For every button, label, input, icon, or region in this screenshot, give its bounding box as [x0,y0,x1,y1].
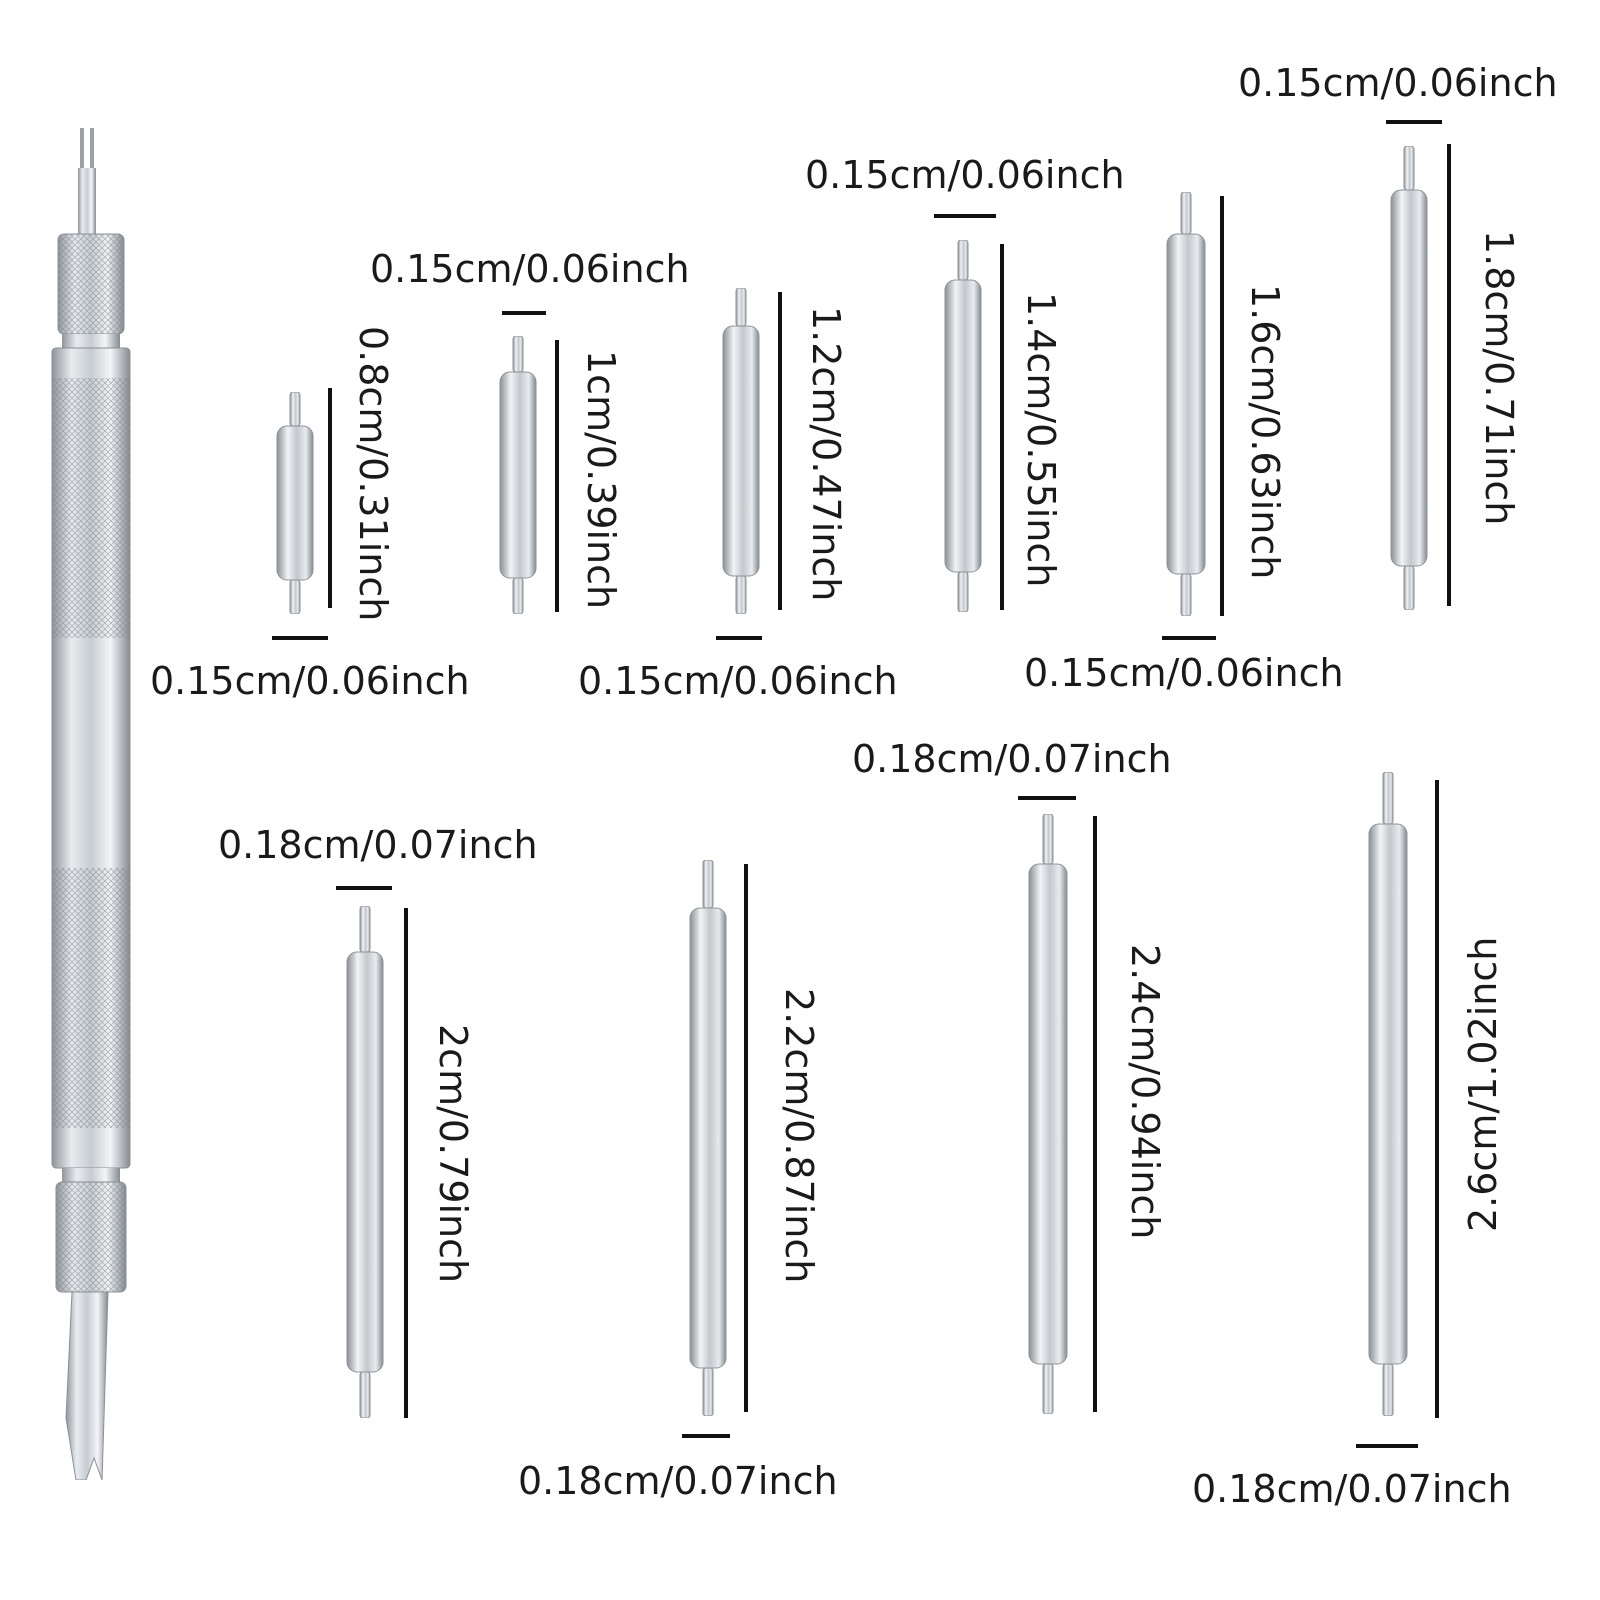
pin-diameter-label: 0.15cm/0.06inch [1024,651,1344,695]
pin-length-label: 1cm/0.39inch [579,350,623,610]
diameter-indicator-line [934,214,996,218]
diameter-indicator-line [336,886,392,890]
length-indicator-line [328,388,332,608]
pin-length-label: 1.6cm/0.63inch [1243,284,1287,580]
length-indicator-line [1000,244,1004,610]
pin-diameter-label: 0.18cm/0.07inch [218,823,538,867]
spring-bar-pin-icon [1368,772,1408,1416]
spring-bar-pin-icon [346,906,384,1418]
spring-bar-pin-icon [689,860,727,1416]
length-indicator-line [404,908,408,1418]
spring-bar-pin-icon [276,392,314,614]
spring-bar-pin-icon [1390,146,1428,610]
diameter-indicator-line [682,1434,730,1438]
pin-diameter-label: 0.15cm/0.06inch [578,659,898,703]
pin-length-label: 1.2cm/0.47inch [804,306,848,602]
pin-length-label: 1.4cm/0.55inch [1019,292,1063,588]
pin-diameter-label: 0.15cm/0.06inch [370,247,690,291]
length-indicator-line [744,864,748,1412]
length-indicator-line [1447,144,1451,606]
diameter-indicator-line [272,636,328,640]
length-indicator-line [778,292,782,610]
spring-bar-pin-icon [1028,814,1068,1414]
diameter-indicator-line [1018,796,1076,800]
diameter-indicator-line [716,636,762,640]
pin-diameter-label: 0.18cm/0.07inch [1192,1467,1512,1511]
spring-bar-pin-icon [722,288,760,614]
length-indicator-line [1435,780,1439,1418]
pin-diameter-label: 0.15cm/0.06inch [805,153,1125,197]
length-indicator-line [1220,196,1224,616]
pin-length-label: 2cm/0.79inch [431,1024,475,1284]
pin-length-label: 0.8cm/0.31inch [351,326,395,622]
pin-diameter-label: 0.18cm/0.07inch [518,1459,838,1503]
diameter-indicator-line [1386,120,1442,124]
spring-bar-pin-icon [944,240,982,612]
spring-bar-tool-icon [51,128,131,1480]
diameter-indicator-line [1356,1444,1418,1448]
diameter-indicator-line [1162,636,1216,640]
pin-diameter-label: 0.15cm/0.06inch [150,659,470,703]
length-indicator-line [555,340,559,612]
spring-bar-pin-icon [1166,192,1206,616]
pin-diameter-label: 0.18cm/0.07inch [852,737,1172,781]
pin-length-label: 1.8cm/0.71inch [1477,230,1521,526]
pin-length-label: 2.6cm/1.02inch [1461,936,1505,1232]
pin-length-label: 2.2cm/0.87inch [777,988,821,1284]
diameter-indicator-line [502,311,546,315]
length-indicator-line [1093,816,1097,1412]
pin-diameter-label: 0.15cm/0.06inch [1238,61,1558,105]
spring-bar-pin-icon [499,336,537,614]
pin-length-label: 2.4cm/0.94inch [1123,944,1167,1240]
